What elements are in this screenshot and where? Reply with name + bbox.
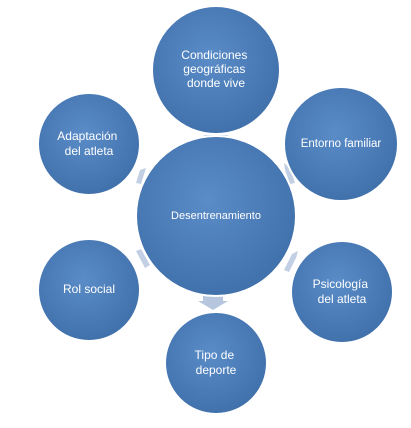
node-psicologia-label: Psicología del atleta bbox=[313, 277, 372, 306]
connector-bottom bbox=[198, 296, 228, 310]
node-adaptacion-circle bbox=[37, 92, 141, 196]
node-tipo-label: Tipo de deporte bbox=[195, 348, 238, 377]
hub-circle bbox=[135, 135, 297, 297]
outer-nodes: Condiciones geográficas donde vive Entor… bbox=[37, 5, 399, 415]
node-adaptacion: Adaptación del atleta bbox=[37, 92, 141, 196]
node-adaptacion-label: Adaptación del atleta bbox=[57, 129, 120, 158]
node-rol: Rol social bbox=[37, 238, 141, 342]
node-psicologia-circle bbox=[290, 240, 394, 344]
node-tipo: Tipo de deporte bbox=[164, 311, 268, 415]
connector-bottom-right bbox=[284, 251, 298, 272]
node-tipo-circle bbox=[164, 311, 268, 415]
node-rol-circle bbox=[37, 238, 141, 342]
node-entorno-label: Entorno familiar bbox=[301, 138, 382, 150]
node-entorno: Entorno familiar bbox=[283, 86, 399, 202]
node-rol-label: Rol social bbox=[63, 282, 115, 296]
connector-top-left bbox=[136, 168, 146, 184]
connector-bottom-left bbox=[136, 249, 150, 268]
node-condiciones: Condiciones geográficas donde vive bbox=[151, 5, 281, 135]
node-entorno-circle bbox=[283, 86, 399, 202]
hub-label: Desentrenamiento bbox=[171, 210, 261, 222]
hub-node: Desentrenamiento bbox=[135, 135, 297, 297]
connector-top-right bbox=[284, 163, 295, 184]
node-psicologia: Psicología del atleta bbox=[290, 240, 394, 344]
node-condiciones-label: Condiciones geográficas donde vive bbox=[181, 48, 250, 90]
connectors bbox=[136, 135, 298, 310]
node-condiciones-circle bbox=[151, 5, 281, 135]
